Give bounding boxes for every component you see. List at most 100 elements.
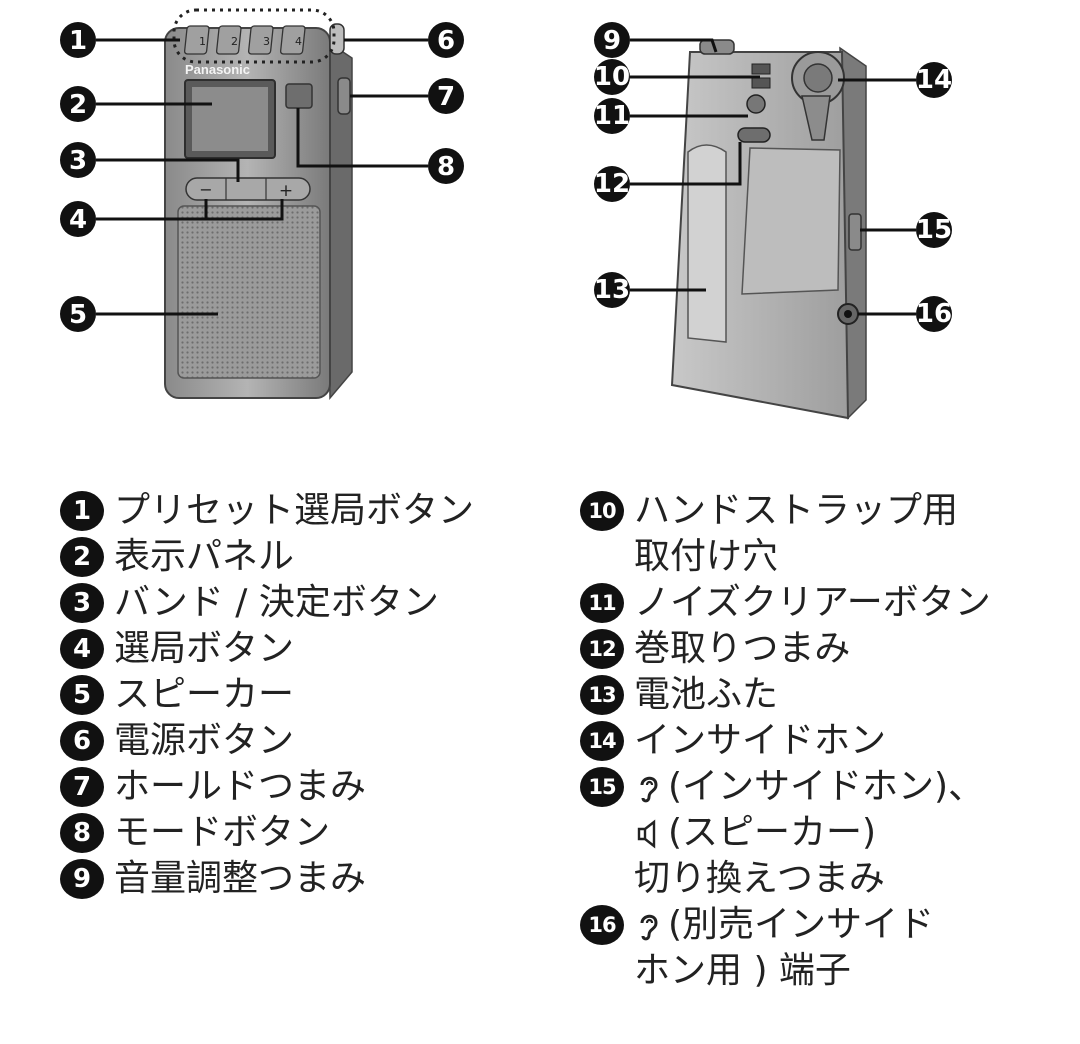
legend-item-8: 8 モードボタン xyxy=(60,810,530,856)
callout-12: 12 xyxy=(594,166,630,202)
legend-label-7: ホールドつまみ xyxy=(114,766,367,807)
legend-label-15-line-1: (インサイドホン)、 xyxy=(634,764,1050,810)
legend-item-7: 7 ホールドつまみ xyxy=(60,764,530,810)
battery-cover xyxy=(687,144,727,343)
svg-text:16: 16 xyxy=(916,299,952,329)
legend-number-8: 8 xyxy=(60,813,104,853)
legend-number-11: 11 xyxy=(580,583,624,623)
preset-label-4: 4 xyxy=(295,35,302,48)
legend-number-7: 7 xyxy=(60,767,104,807)
strap-hole-top xyxy=(751,63,771,75)
legend-number-3: 3 xyxy=(60,583,104,623)
svg-text:15: 15 xyxy=(916,215,952,245)
legend-number-2: 2 xyxy=(60,537,104,577)
earphone-jack-hole xyxy=(844,310,852,318)
legend-item-4: 4 選局ボタン xyxy=(60,626,530,672)
speaker-grille xyxy=(177,205,321,379)
svg-text:6: 6 xyxy=(437,26,455,56)
svg-text:12: 12 xyxy=(594,169,630,199)
legend-number-5: 5 xyxy=(60,675,104,715)
brand-logo: Panasonic xyxy=(185,62,250,77)
legend-item-9: 9 音量調整つまみ xyxy=(60,856,530,902)
ear-icon xyxy=(640,914,658,941)
preset-button-4: 4 xyxy=(279,25,306,55)
legend-label-4: 選局ボタン xyxy=(114,628,295,669)
preset-button-3: 3 xyxy=(247,25,274,55)
output-switch xyxy=(848,213,862,251)
ear-icon xyxy=(640,776,658,803)
legend-label-15-line-3: 切り換えつまみ xyxy=(634,858,885,899)
inside-earphone xyxy=(791,51,845,141)
legend-number-13: 13 xyxy=(580,675,624,715)
legend-item-16: 16 (別売インサイド ホン用 ) 端子 xyxy=(580,902,1050,994)
svg-text:4: 4 xyxy=(69,205,87,235)
legend-item-1: 1 プリセット選局ボタン xyxy=(60,488,530,534)
legend-number-14: 14 xyxy=(580,721,624,761)
svg-text:7: 7 xyxy=(437,82,455,112)
callout-4: 4 xyxy=(60,201,96,237)
legend-label-6: 電源ボタン xyxy=(114,720,295,761)
callout-6: 6 xyxy=(428,22,464,58)
legend-label-10-line-2: 取付け穴 xyxy=(634,536,779,577)
svg-text:8: 8 xyxy=(437,152,455,182)
battery-lid xyxy=(741,147,841,295)
svg-text:9: 9 xyxy=(603,26,621,56)
preset-highlight xyxy=(172,8,336,64)
strap-hole-bottom xyxy=(751,77,771,89)
legend-left: 1 プリセット選局ボタン 2 表示パネル 3 バンド / 決定ボタン 4 選局ボ… xyxy=(60,488,530,902)
legend-item-13: 13 電池ふた xyxy=(580,672,1050,718)
legend-label-9: 音量調整つまみ xyxy=(114,858,367,899)
svg-text:3: 3 xyxy=(69,146,87,176)
callout-2: 2 xyxy=(60,86,96,122)
legend-number-1: 1 xyxy=(60,491,104,531)
legend-label-5: スピーカー xyxy=(114,674,295,715)
preset-label-3: 3 xyxy=(263,35,270,48)
leader-12 xyxy=(630,142,742,186)
reel-knob xyxy=(737,127,771,143)
callout-11: 11 xyxy=(594,98,630,134)
tuning-bar xyxy=(185,177,311,201)
callout-15: 15 xyxy=(916,212,952,248)
callout-markers: 1 2 3 4 5 6 7 8 9 10 11 12 13 14 15 16 xyxy=(60,22,952,332)
volume-knob xyxy=(699,39,735,55)
legend-number-9: 9 xyxy=(60,859,104,899)
noise-clear-button xyxy=(746,94,766,114)
callout-1: 1 xyxy=(60,22,96,58)
legend-label-16-line-1: (別売インサイド xyxy=(634,902,1050,948)
legend-item-15: 15 (インサイドホン)、 (スピーカー) 切り換えつまみ xyxy=(580,764,1050,902)
legend-number-15: 15 xyxy=(580,767,624,807)
legend-item-2: 2 表示パネル xyxy=(60,534,530,580)
leader-4 xyxy=(96,199,284,221)
legend-item-6: 6 電源ボタン xyxy=(60,718,530,764)
svg-text:13: 13 xyxy=(594,275,630,305)
preset-button-2: 2 xyxy=(215,25,242,55)
back-view xyxy=(670,39,867,420)
legend-label-10-line-1: ハンドストラップ用 xyxy=(634,490,959,531)
callout-14: 14 xyxy=(916,62,952,98)
display-screen xyxy=(192,87,268,151)
callout-9: 9 xyxy=(594,22,630,58)
svg-text:2: 2 xyxy=(69,90,87,120)
leader-8 xyxy=(296,108,428,168)
legend-number-4: 4 xyxy=(60,629,104,669)
legend-label-1: プリセット選局ボタン xyxy=(114,490,475,531)
legend-item-10: 10 ハンドストラップ用 取付け穴 xyxy=(580,488,1050,580)
preset-label-1: 1 xyxy=(199,35,206,48)
legend-number-6: 6 xyxy=(60,721,104,761)
callout-10: 10 xyxy=(594,59,630,95)
callout-8: 8 xyxy=(428,148,464,184)
tune-plus-label: + xyxy=(279,181,293,201)
legend-right: 10 ハンドストラップ用 取付け穴 11 ノイズクリアーボタン 12 巻取りつま… xyxy=(580,488,1050,994)
legend-item-12: 12 巻取りつまみ xyxy=(580,626,1050,672)
legend-label-15-text-2: (スピーカー) xyxy=(668,812,877,853)
preset-button-1: 1 xyxy=(183,25,210,55)
legend-item-14: 14 インサイドホン xyxy=(580,718,1050,764)
legend-label-16-line-2: ホン用 ) 端子 xyxy=(634,950,851,991)
legend-item-5: 5 スピーカー xyxy=(60,672,530,718)
svg-text:1: 1 xyxy=(69,26,87,56)
callout-16: 16 xyxy=(916,296,952,332)
svg-text:5: 5 xyxy=(69,300,87,330)
legend-item-3: 3 バンド / 決定ボタン xyxy=(60,580,530,626)
callout-3: 3 xyxy=(60,142,96,178)
svg-text:10: 10 xyxy=(594,62,630,92)
